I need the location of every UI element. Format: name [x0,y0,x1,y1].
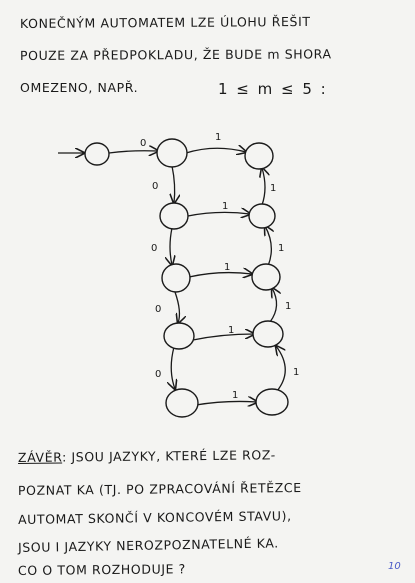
state-row3-right [251,263,281,291]
label-left-down-2: 0 [151,243,157,254]
edge-left-down-4 [171,346,175,389]
edge-left-down-3 [174,291,179,323]
page-number: 10 [388,561,401,572]
label-right-up-2: 1 [278,243,284,254]
label-left-down-4: 0 [155,369,161,380]
state-row2-left [159,202,189,230]
label-left-down-3: 0 [155,304,161,315]
label-right-up-4: 1 [293,367,299,378]
label-row-right-3: 1 [228,325,234,336]
edge-right-up-2 [265,226,271,267]
edge-row-right-2 [188,273,252,277]
edge-row-right-3 [192,334,254,341]
edge-start [108,151,158,153]
edge-row-right-1 [187,212,250,216]
label-right-up-1: 1 [270,183,276,194]
state-top-left [156,138,188,168]
label-row-right-2: 1 [224,262,230,273]
state-row2-right [248,203,276,229]
edge-left-down-2 [170,227,172,265]
label-top-right: 1 [215,132,221,143]
conclusion-line-5: CO O TOM ROZHODUJE ? [17,561,186,578]
state-top-right [244,142,274,170]
state-start [84,142,110,166]
inequality: 1 ≤ m ≤ 5 : [218,80,328,98]
label-row-right-1: 1 [222,201,228,212]
conclusion-line-2: POZNAT KA (TJ. PO ZPRACOVÁNÍ ŘETĚZCE [17,480,302,498]
heading-line-3: OMEZENO, NAPŘ. [20,80,139,95]
edge-right-up-1 [262,168,265,206]
state-row4-left [163,322,195,350]
edge-top-right [185,148,246,153]
label-start: 0 [140,138,146,149]
state-row5-right [255,388,289,416]
label-row-right-4: 1 [232,390,238,401]
edge-right-up-3 [269,288,277,323]
conclusion-line-1: ZÁVĚR: JSOU JAZYKY, KTERÉ LZE ROZ- [18,447,276,465]
conclusion-text-1: : JSOU JAZYKY, KTERÉ LZE ROZ- [61,447,276,465]
state-row5-left [165,388,199,418]
label-left-down-1: 0 [152,181,158,192]
edge-row-right-4 [195,401,257,405]
edge-right-up-4 [276,346,286,392]
label-right-up-3: 1 [285,301,291,312]
conclusion-label: ZÁVĚR [17,449,63,465]
state-row3-left [161,263,191,293]
edge-left-down-1 [172,165,175,203]
state-row4-right [252,320,284,348]
